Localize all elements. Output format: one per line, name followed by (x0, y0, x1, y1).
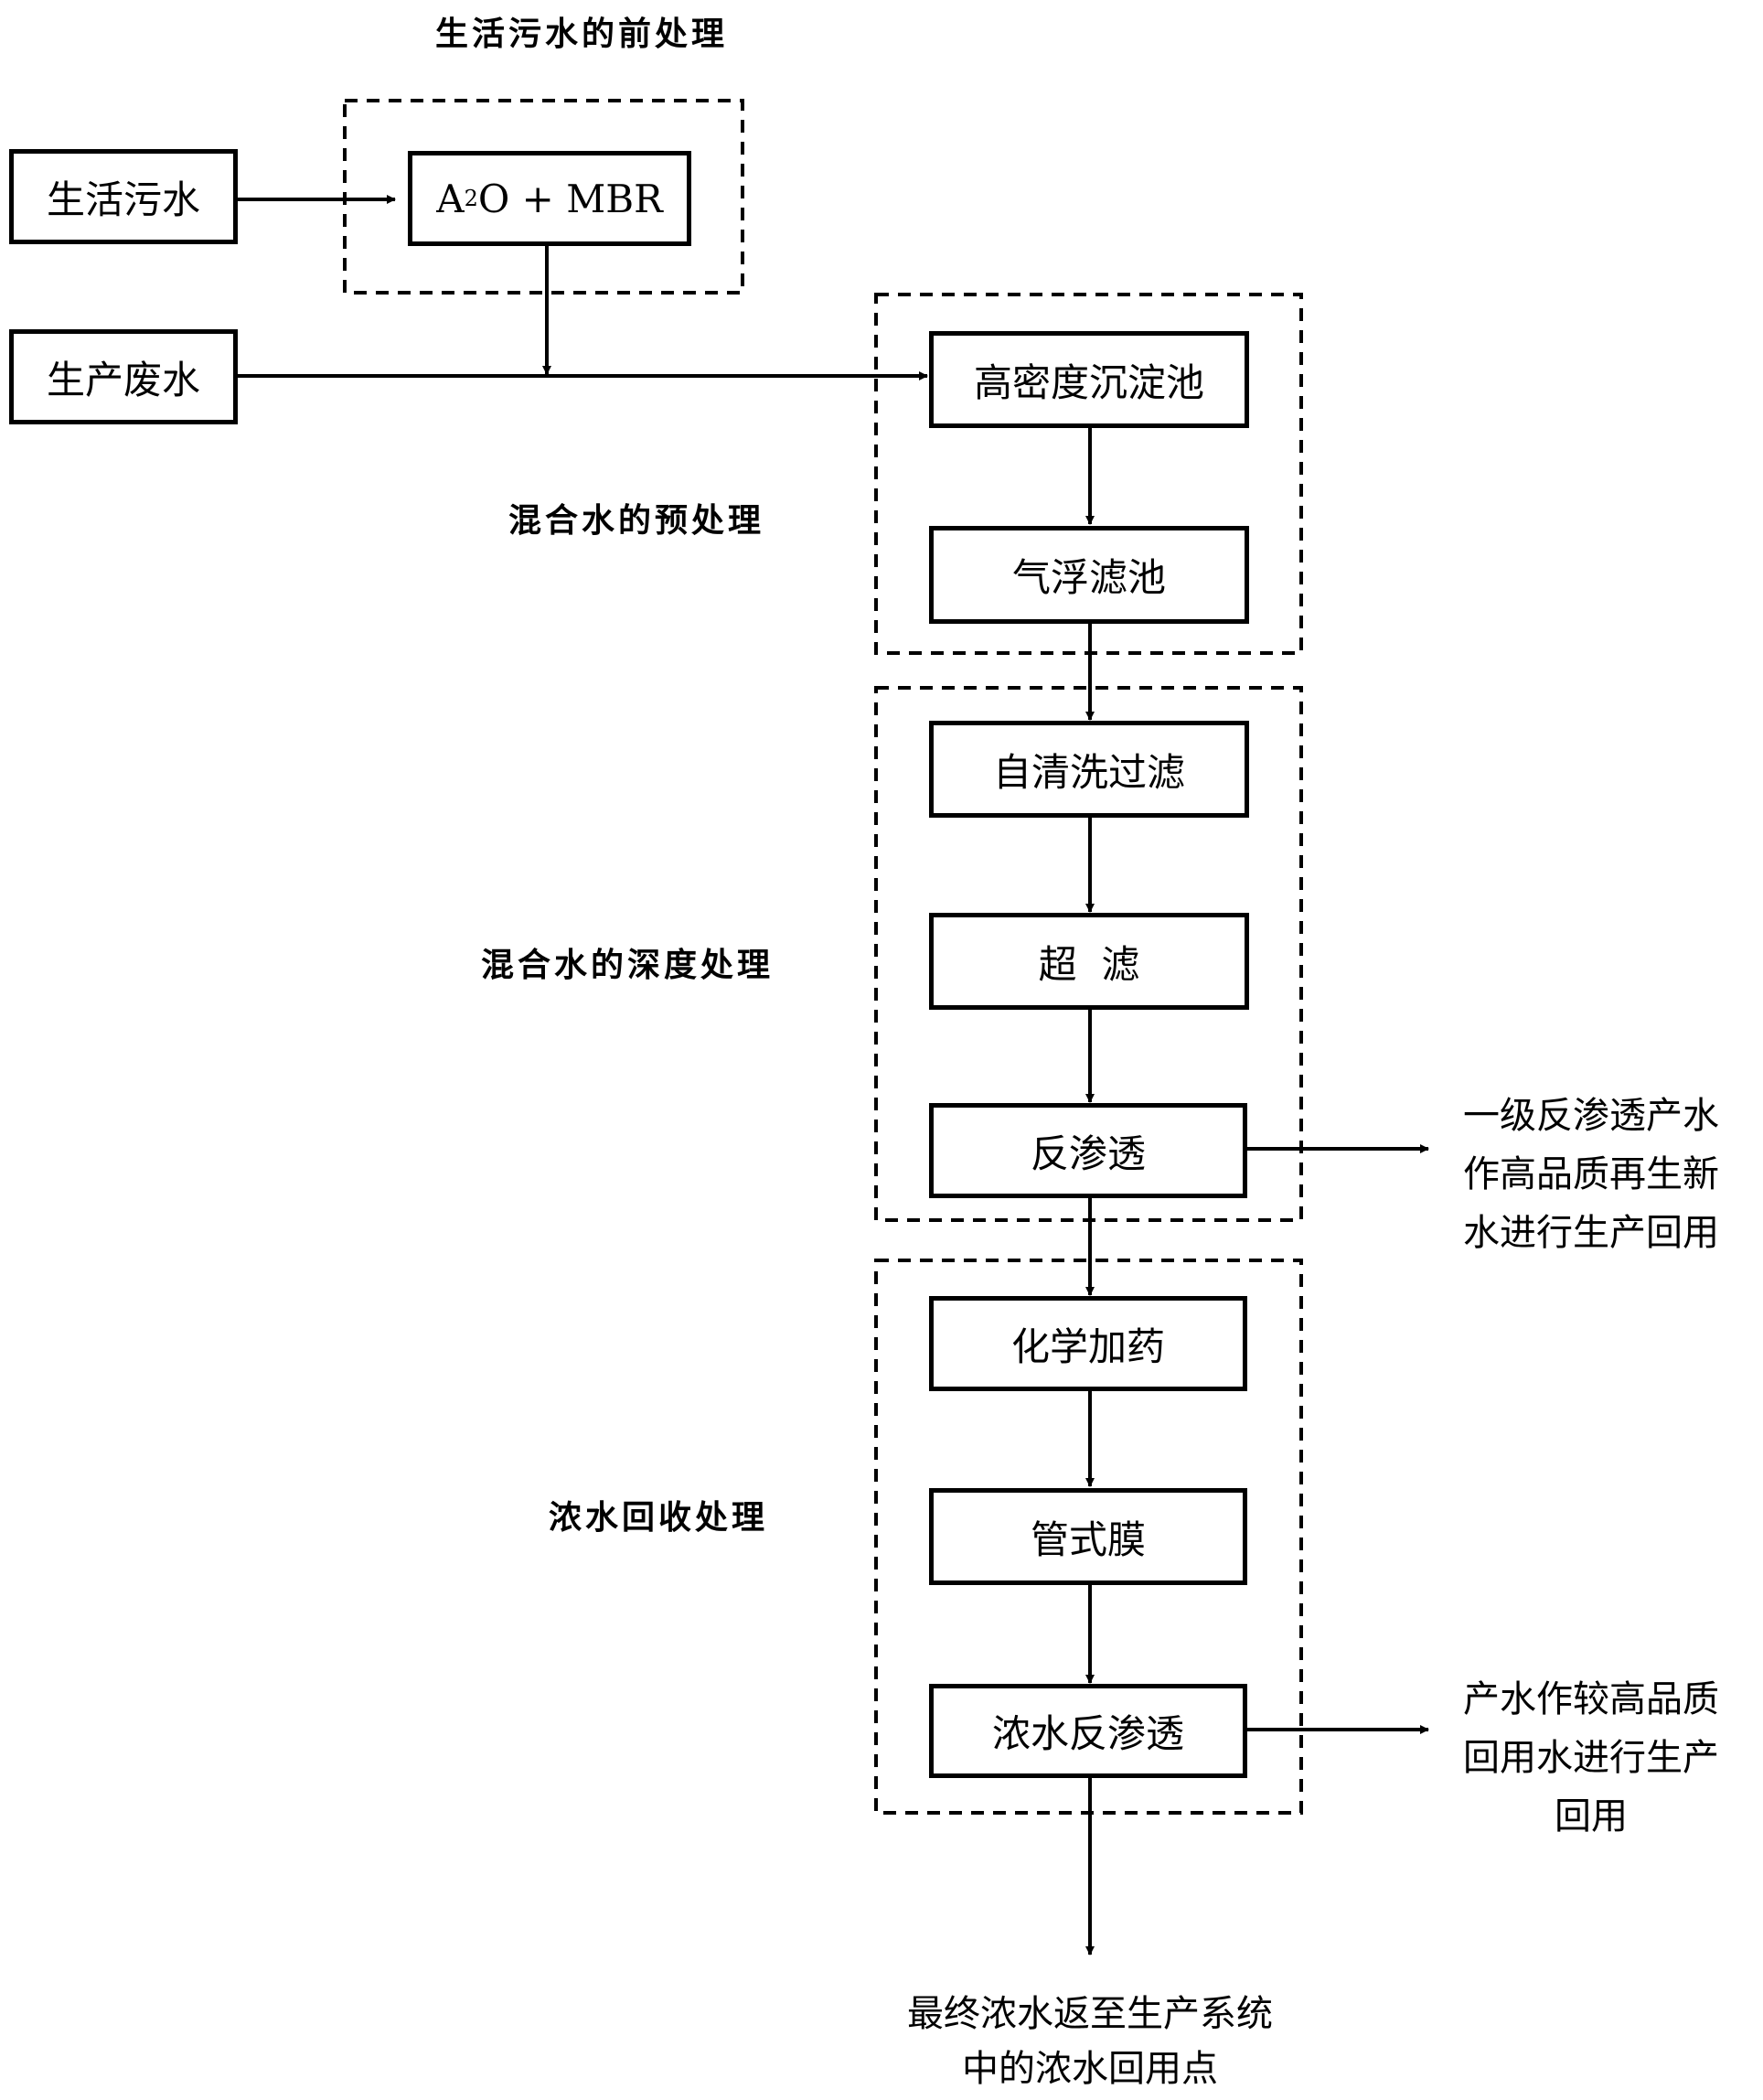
ro-product-line-2: 作高品质再生新 (1463, 1153, 1719, 1195)
a2o-suffix: O + MBR (477, 176, 663, 221)
self-cleaning-filter-box: 自清洗过滤 (929, 721, 1249, 818)
concentrate-ro-product-line-3: 回用 (1555, 1795, 1628, 1838)
concentrate-ro-product-note: 产水作较高品质 回用水进行生产 回用 (1463, 1670, 1719, 1846)
final-concentrate-note: 最终浓水返至生产系统 中的浓水回用点 (892, 1987, 1288, 2096)
concentrate-ro-product-line-2: 回用水进行生产 (1463, 1737, 1719, 1779)
section-label-concentrate-recovery: 浓水回收处理 (549, 1498, 769, 1537)
a2o-superscript: 2 (464, 186, 478, 211)
ro-product-note: 一级反渗透产水 作高品质再生新 水进行生产回用 (1463, 1087, 1719, 1262)
production-wastewater-box: 生产废水 (9, 329, 238, 424)
ro-product-line-3: 水进行生产回用 (1463, 1212, 1719, 1254)
concentrate-ro-product-line-1: 产水作较高品质 (1463, 1678, 1719, 1720)
reverse-osmosis-box: 反渗透 (929, 1103, 1247, 1198)
air-flotation-filter-box: 气浮滤池 (929, 526, 1249, 624)
ro-product-line-1: 一级反渗透产水 (1463, 1095, 1719, 1137)
concentrate-ro-box: 浓水反渗透 (929, 1684, 1247, 1778)
domestic-sewage-box: 生活污水 (9, 149, 238, 244)
group-frame-domestic-pretreatment (343, 99, 744, 295)
chemical-dosing-box: 化学加药 (929, 1296, 1247, 1391)
section-label-advanced-treatment: 混合水的深度处理 (481, 946, 775, 984)
tubular-membrane-box: 管式膜 (929, 1488, 1247, 1585)
high-density-sedimentation-box: 高密度沉淀池 (929, 331, 1249, 428)
ultrafiltration-box: 超 滤 (929, 913, 1249, 1010)
final-concentrate-line-2: 中的浓水回用点 (962, 2048, 1218, 2090)
a2o-prefix: A (436, 176, 465, 221)
section-label-domestic-pretreatment: 生活污水的前处理 (435, 15, 729, 53)
final-concentrate-line-1: 最终浓水返至生产系统 (907, 1993, 1273, 2035)
section-label-mixed-pretreatment: 混合水的预处理 (508, 501, 765, 540)
